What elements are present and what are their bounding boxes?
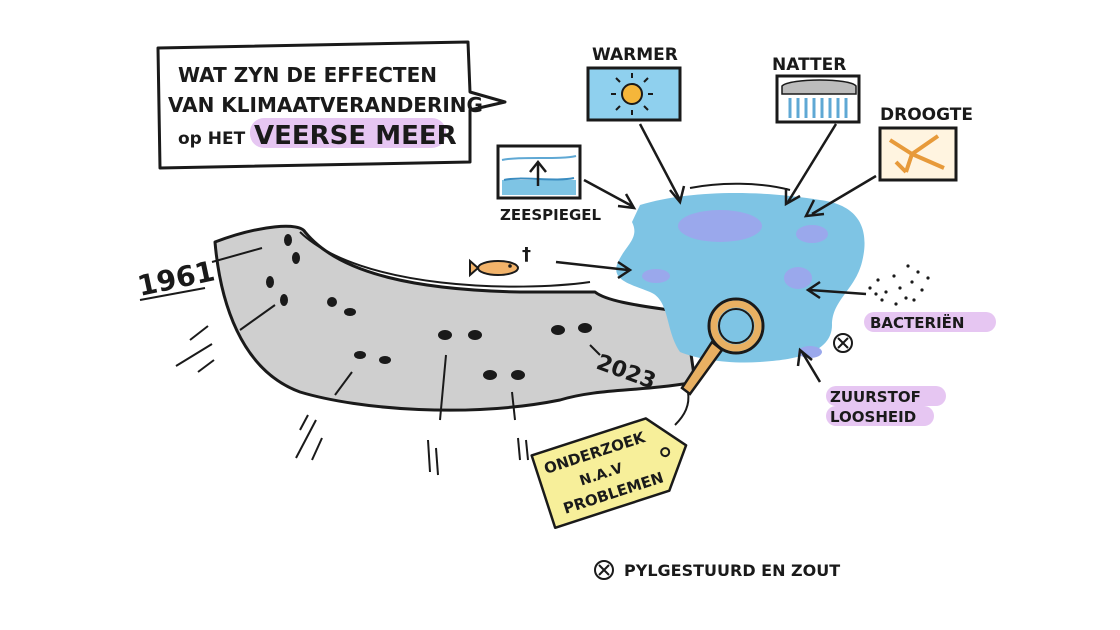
bacterien-highlight <box>864 312 996 332</box>
lake-dark-patch <box>784 267 812 289</box>
label-natter: NATTER <box>772 55 846 75</box>
circled-x-footnote-icon <box>594 560 614 580</box>
zeespiegel-box <box>496 144 582 200</box>
warmer-box <box>586 66 682 122</box>
title-line-2: VAN KLIMAATVERANDERING <box>168 93 483 117</box>
timeline-ticks <box>211 247 601 421</box>
footprints <box>266 234 592 380</box>
veerse-meer-lake <box>616 182 865 363</box>
cracked-earth-icon <box>888 134 945 174</box>
start-year-underline <box>139 287 206 301</box>
label-zuurstof: ZUURSTOF <box>830 388 921 406</box>
tag-string <box>674 391 690 426</box>
title-highlight-veerse-meer: VEERSE MEER <box>254 121 457 151</box>
title-highlight-marker <box>250 118 446 148</box>
title-line-3-prefix: op HET <box>178 129 246 149</box>
sun-icon <box>611 73 653 115</box>
rain-icon <box>788 98 848 118</box>
label-zeespiegel: ZEESPIEGEL <box>500 206 602 224</box>
lake-dark-patch <box>642 269 670 283</box>
rain-cloud-icon <box>781 79 857 95</box>
lake-dark-patch <box>678 210 762 242</box>
bacteria-dots <box>868 264 930 306</box>
timeline-start-year: 1961 <box>135 254 218 302</box>
timeline-road <box>175 224 697 476</box>
arrows <box>555 123 877 383</box>
label-warmer: WARMER <box>592 45 678 65</box>
label-bacterien: BACTERIËN <box>870 313 964 332</box>
dead-fish-icon <box>469 258 519 278</box>
label-droogte: DROOGTE <box>880 105 973 125</box>
droogte-box <box>878 126 958 182</box>
circled-x-icon <box>833 333 853 353</box>
zuurstof-highlight-1 <box>826 386 946 406</box>
natter-box <box>775 74 861 124</box>
lake-dark-patch <box>796 225 828 243</box>
footnote: PYLGESTUURD EN ZOUT <box>594 560 840 580</box>
label-loosheid: LOOSHEID <box>830 408 916 426</box>
title-speech-bubble: WAT ZYN DE EFFECTEN VAN KLIMAATVERANDERI… <box>156 40 507 170</box>
magnifying-glass-icon <box>680 297 765 396</box>
arrow-up-icon <box>529 159 547 186</box>
onderzoek-tag: ONDERZOEK N.A.V PROBLEMEN <box>530 417 688 530</box>
footnote-text: PYLGESTUURD EN ZOUT <box>624 561 840 580</box>
title-line-1: WAT ZYN DE EFFECTEN <box>178 63 437 87</box>
zuurstof-highlight-2 <box>826 406 934 426</box>
dead-fish-cross: † <box>522 244 531 265</box>
motion-strokes <box>175 325 529 476</box>
